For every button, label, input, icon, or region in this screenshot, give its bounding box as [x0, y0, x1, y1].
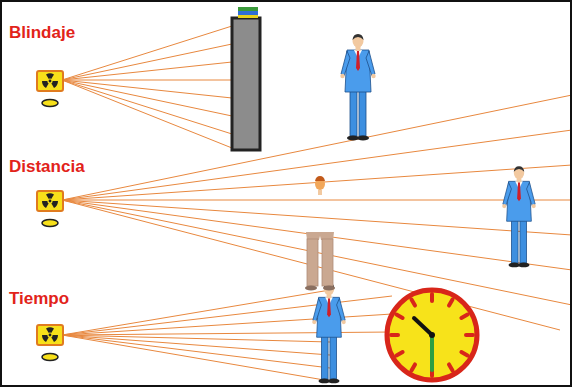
section-label: Distancia — [9, 158, 85, 177]
section-label: Blindaje — [9, 24, 75, 43]
section-label: Tiempo — [9, 290, 69, 309]
